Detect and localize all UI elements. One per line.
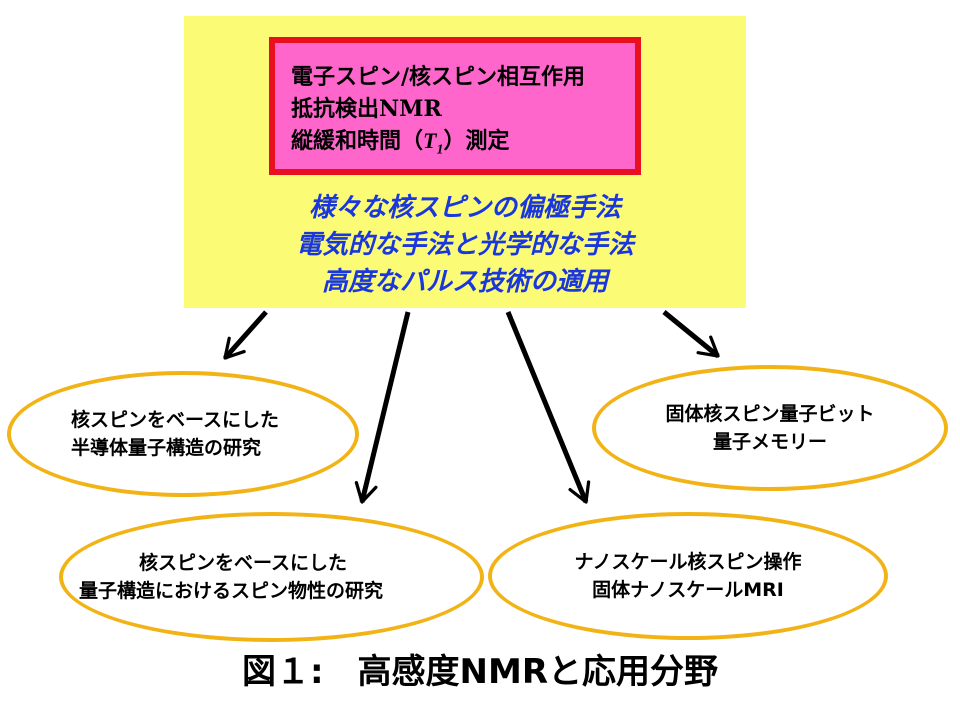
spin-physics-oval: 核スピンをベースにした 量子構造におけるスピン物性の研究 bbox=[59, 512, 484, 642]
semiconductor-research-oval: 核スピンをベースにした 半導体量子構造の研究 bbox=[7, 371, 359, 497]
arrow-to-nanoscale bbox=[505, 311, 591, 504]
arrow-to-spin-physics bbox=[354, 311, 411, 504]
oval-line: 固体核スピン量子ビット bbox=[665, 403, 875, 425]
figure-caption: 図１: 高感度NMRと応用分野 bbox=[241, 652, 719, 692]
measurement-line: 縦緩和時間（T1）測定 bbox=[291, 125, 635, 166]
oval-line: 量子構造におけるスピン物性の研究 bbox=[79, 580, 384, 602]
method-line: 高度なパルス技術の適用 bbox=[321, 267, 608, 297]
measurement-line: 電子スピン/核スピン相互作用 bbox=[291, 64, 586, 90]
method-text: 様々な核スピンの偏極手法 電気的な手法と光学的な手法 高度なパルス技術の適用 bbox=[184, 190, 746, 301]
arrow-to-semiconductor bbox=[223, 310, 268, 360]
oval-line: 半導体量子構造の研究 bbox=[71, 437, 262, 459]
oval-line: ナノスケール核スピン操作 bbox=[574, 551, 802, 573]
measurement-box: 電子スピン/核スピン相互作用 抵抗検出NMR 縦緩和時間（T1）測定 bbox=[269, 37, 641, 175]
measurement-line: 抵抗検出NMR bbox=[291, 96, 442, 122]
oval-line: 固体ナノスケールMRI bbox=[592, 579, 784, 601]
oval-line: 核スピンをベースにした bbox=[139, 552, 348, 574]
t1-letter: T bbox=[423, 128, 437, 153]
oval-line: 量子メモリー bbox=[712, 431, 827, 453]
qubit-oval: 固体核スピン量子ビット 量子メモリー bbox=[592, 365, 948, 491]
oval-line: 核スピンをベースにした bbox=[71, 409, 280, 431]
relaxation-suffix: ）測定 bbox=[443, 128, 510, 154]
method-line: 電気的な手法と光学的な手法 bbox=[295, 230, 634, 260]
t1-subscript: 1 bbox=[436, 142, 444, 158]
method-line: 様々な核スピンの偏極手法 bbox=[308, 193, 621, 223]
relaxation-prefix: 縦緩和時間（ bbox=[291, 128, 424, 154]
nanoscale-oval: ナノスケール核スピン操作 固体ナノスケールMRI bbox=[488, 512, 888, 640]
arrow-to-qubit bbox=[662, 310, 720, 358]
t1-symbol: T1 bbox=[423, 128, 443, 157]
